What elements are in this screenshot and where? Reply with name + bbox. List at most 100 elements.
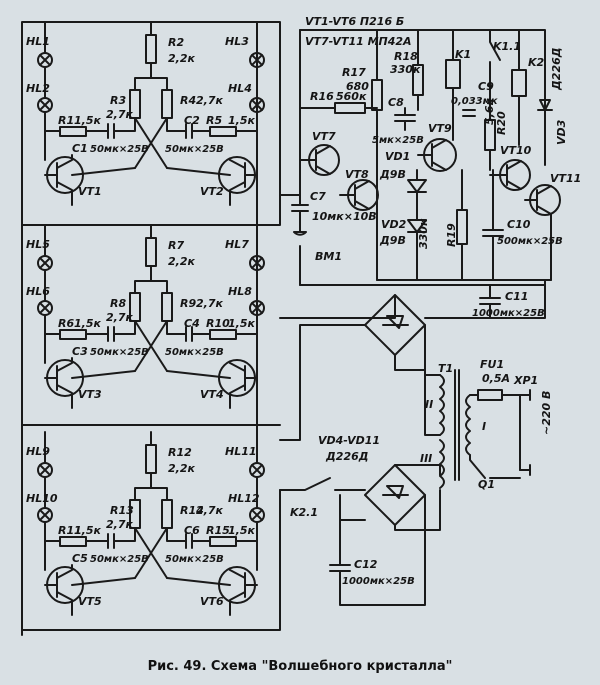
c8-capacitor xyxy=(394,107,416,131)
resistor-mid-right xyxy=(161,499,173,529)
vt11-label: VT11 xyxy=(550,172,581,185)
c7-capacitor xyxy=(291,194,309,233)
vd2-value: Д9В xyxy=(379,234,406,247)
vd2-label: VD2 xyxy=(381,218,407,231)
vt-left-label: VT3 xyxy=(78,388,102,401)
t1-winding-i xyxy=(465,394,471,456)
r-mid-left-label: R3 xyxy=(110,94,126,107)
capacitor-right xyxy=(166,527,258,549)
c11-value: 1000мк×25В xyxy=(472,308,545,319)
c-left-value: 50мк×25В xyxy=(90,144,149,155)
vd411-value: Д226Д xyxy=(325,450,369,463)
r-mid-left-label: R13 xyxy=(110,504,134,517)
vt-right-label: VT2 xyxy=(200,185,224,198)
c8-value: 5мк×25В xyxy=(372,135,424,146)
c-left-label: C1 xyxy=(72,142,88,155)
lamp-label-1: HL1 xyxy=(26,35,50,48)
r17-resistor xyxy=(371,79,383,111)
r16-value: 560к xyxy=(336,90,367,103)
t1-winding-ii xyxy=(439,374,445,436)
v220-label: ~220 В xyxy=(540,391,553,435)
vt8-label: VT8 xyxy=(345,168,369,181)
k21-contact xyxy=(279,477,366,491)
lamp-label-2: HL10 xyxy=(26,492,58,505)
capacitor-left xyxy=(44,527,136,549)
c-right-label: C2 xyxy=(184,114,200,127)
r-right-value: 1,5к xyxy=(228,114,255,127)
r-mid-left-value: 2,7к xyxy=(106,518,133,531)
vt-left-label: VT1 xyxy=(78,185,102,198)
r-left-value: 1,5к xyxy=(74,114,101,127)
vt-right-label: VT4 xyxy=(200,388,224,401)
bm1-microphone xyxy=(293,231,307,286)
r-left-label: R6 xyxy=(58,317,74,330)
k1-relay xyxy=(445,59,461,89)
r-right-label: R5 xyxy=(206,114,222,127)
vd1-label: VD1 xyxy=(385,150,410,163)
winding-i-label: I xyxy=(482,420,486,433)
r-right-value: 1,5к xyxy=(228,524,255,537)
vd1-value: Д9В xyxy=(379,168,406,181)
c-right-value: 50мк×25В xyxy=(165,347,224,358)
k2-label: K2 xyxy=(528,56,545,69)
resistor-right xyxy=(209,126,237,137)
r-right-label: R15 xyxy=(206,524,230,537)
c9-capacitor xyxy=(462,109,476,117)
vt7-label: VT7 xyxy=(312,130,336,143)
r18-value: 330к xyxy=(390,63,421,76)
r-left-value: 1,5к xyxy=(74,317,101,330)
vt9-label: VT9 xyxy=(428,122,452,135)
c10-value: 500мк×25В xyxy=(497,236,563,247)
c9-label: C9 xyxy=(478,80,494,93)
r-mid-right-value: 2,7к xyxy=(196,504,223,517)
k21-label: K2.1 xyxy=(290,506,318,519)
vd3-label: VD3 xyxy=(555,119,568,145)
r-mid-left-value: 2,7к xyxy=(106,311,133,324)
resistor-top xyxy=(145,34,157,64)
r-left-label: R1 xyxy=(58,114,74,127)
bm1-label: BM1 xyxy=(315,250,342,263)
block-3: HL9HL10HL11HL12R122,2кR132,7кR142,7кR111… xyxy=(26,52,265,616)
capacitor-right xyxy=(166,320,258,342)
r-mid-right-value: 2,7к xyxy=(196,297,223,310)
r-mid-right-label: R14 xyxy=(180,504,204,517)
r19-value: 330к xyxy=(417,218,430,249)
r17-value: 680 xyxy=(346,80,369,93)
c-left-value: 50мк×25В xyxy=(90,554,149,565)
c-left-value: 50мк×25В xyxy=(90,347,149,358)
c10-label: C10 xyxy=(507,218,531,231)
lamp-label-3: HL11 xyxy=(225,445,257,458)
r-top-value: 2,2к xyxy=(168,462,195,475)
resistor-mid-right xyxy=(161,292,173,322)
r-right-value: 1,5к xyxy=(228,317,255,330)
lamp-label-1: HL5 xyxy=(26,238,50,251)
c-right-label: C6 xyxy=(184,524,200,537)
r20-value: 5,6к xyxy=(483,98,496,125)
note-vt1-6: VT1-VT6 П216 Б xyxy=(305,15,404,28)
vt-left-label: VT5 xyxy=(78,595,102,608)
note-vt7-11: VT7-VT11 МП42А xyxy=(305,35,412,48)
xp1-plug xyxy=(519,394,531,471)
xp1-label: XP1 xyxy=(513,374,538,387)
r-left-label: R11 xyxy=(58,524,82,537)
block3-frame xyxy=(21,489,281,631)
r-top-value: 2,2к xyxy=(168,255,195,268)
vd3-diode xyxy=(537,99,553,111)
vd1-diode xyxy=(407,179,427,193)
r-mid-right-label: R9 xyxy=(180,297,196,310)
c9-value: 0,033мк xyxy=(451,96,498,107)
resistor-right xyxy=(209,536,237,547)
capacitor-left xyxy=(44,117,136,139)
r16-resistor xyxy=(334,102,366,114)
lamp-label-4: HL8 xyxy=(228,285,252,298)
winding-ii-label: II xyxy=(425,398,433,411)
c-left-label: C3 xyxy=(72,345,88,358)
t1-label: T1 xyxy=(438,362,453,375)
c-left-label: C5 xyxy=(72,552,88,565)
resistor-top xyxy=(145,237,157,267)
c11-capacitor xyxy=(479,284,501,319)
k2-relay xyxy=(511,69,527,97)
r-right-label: R10 xyxy=(206,317,230,330)
